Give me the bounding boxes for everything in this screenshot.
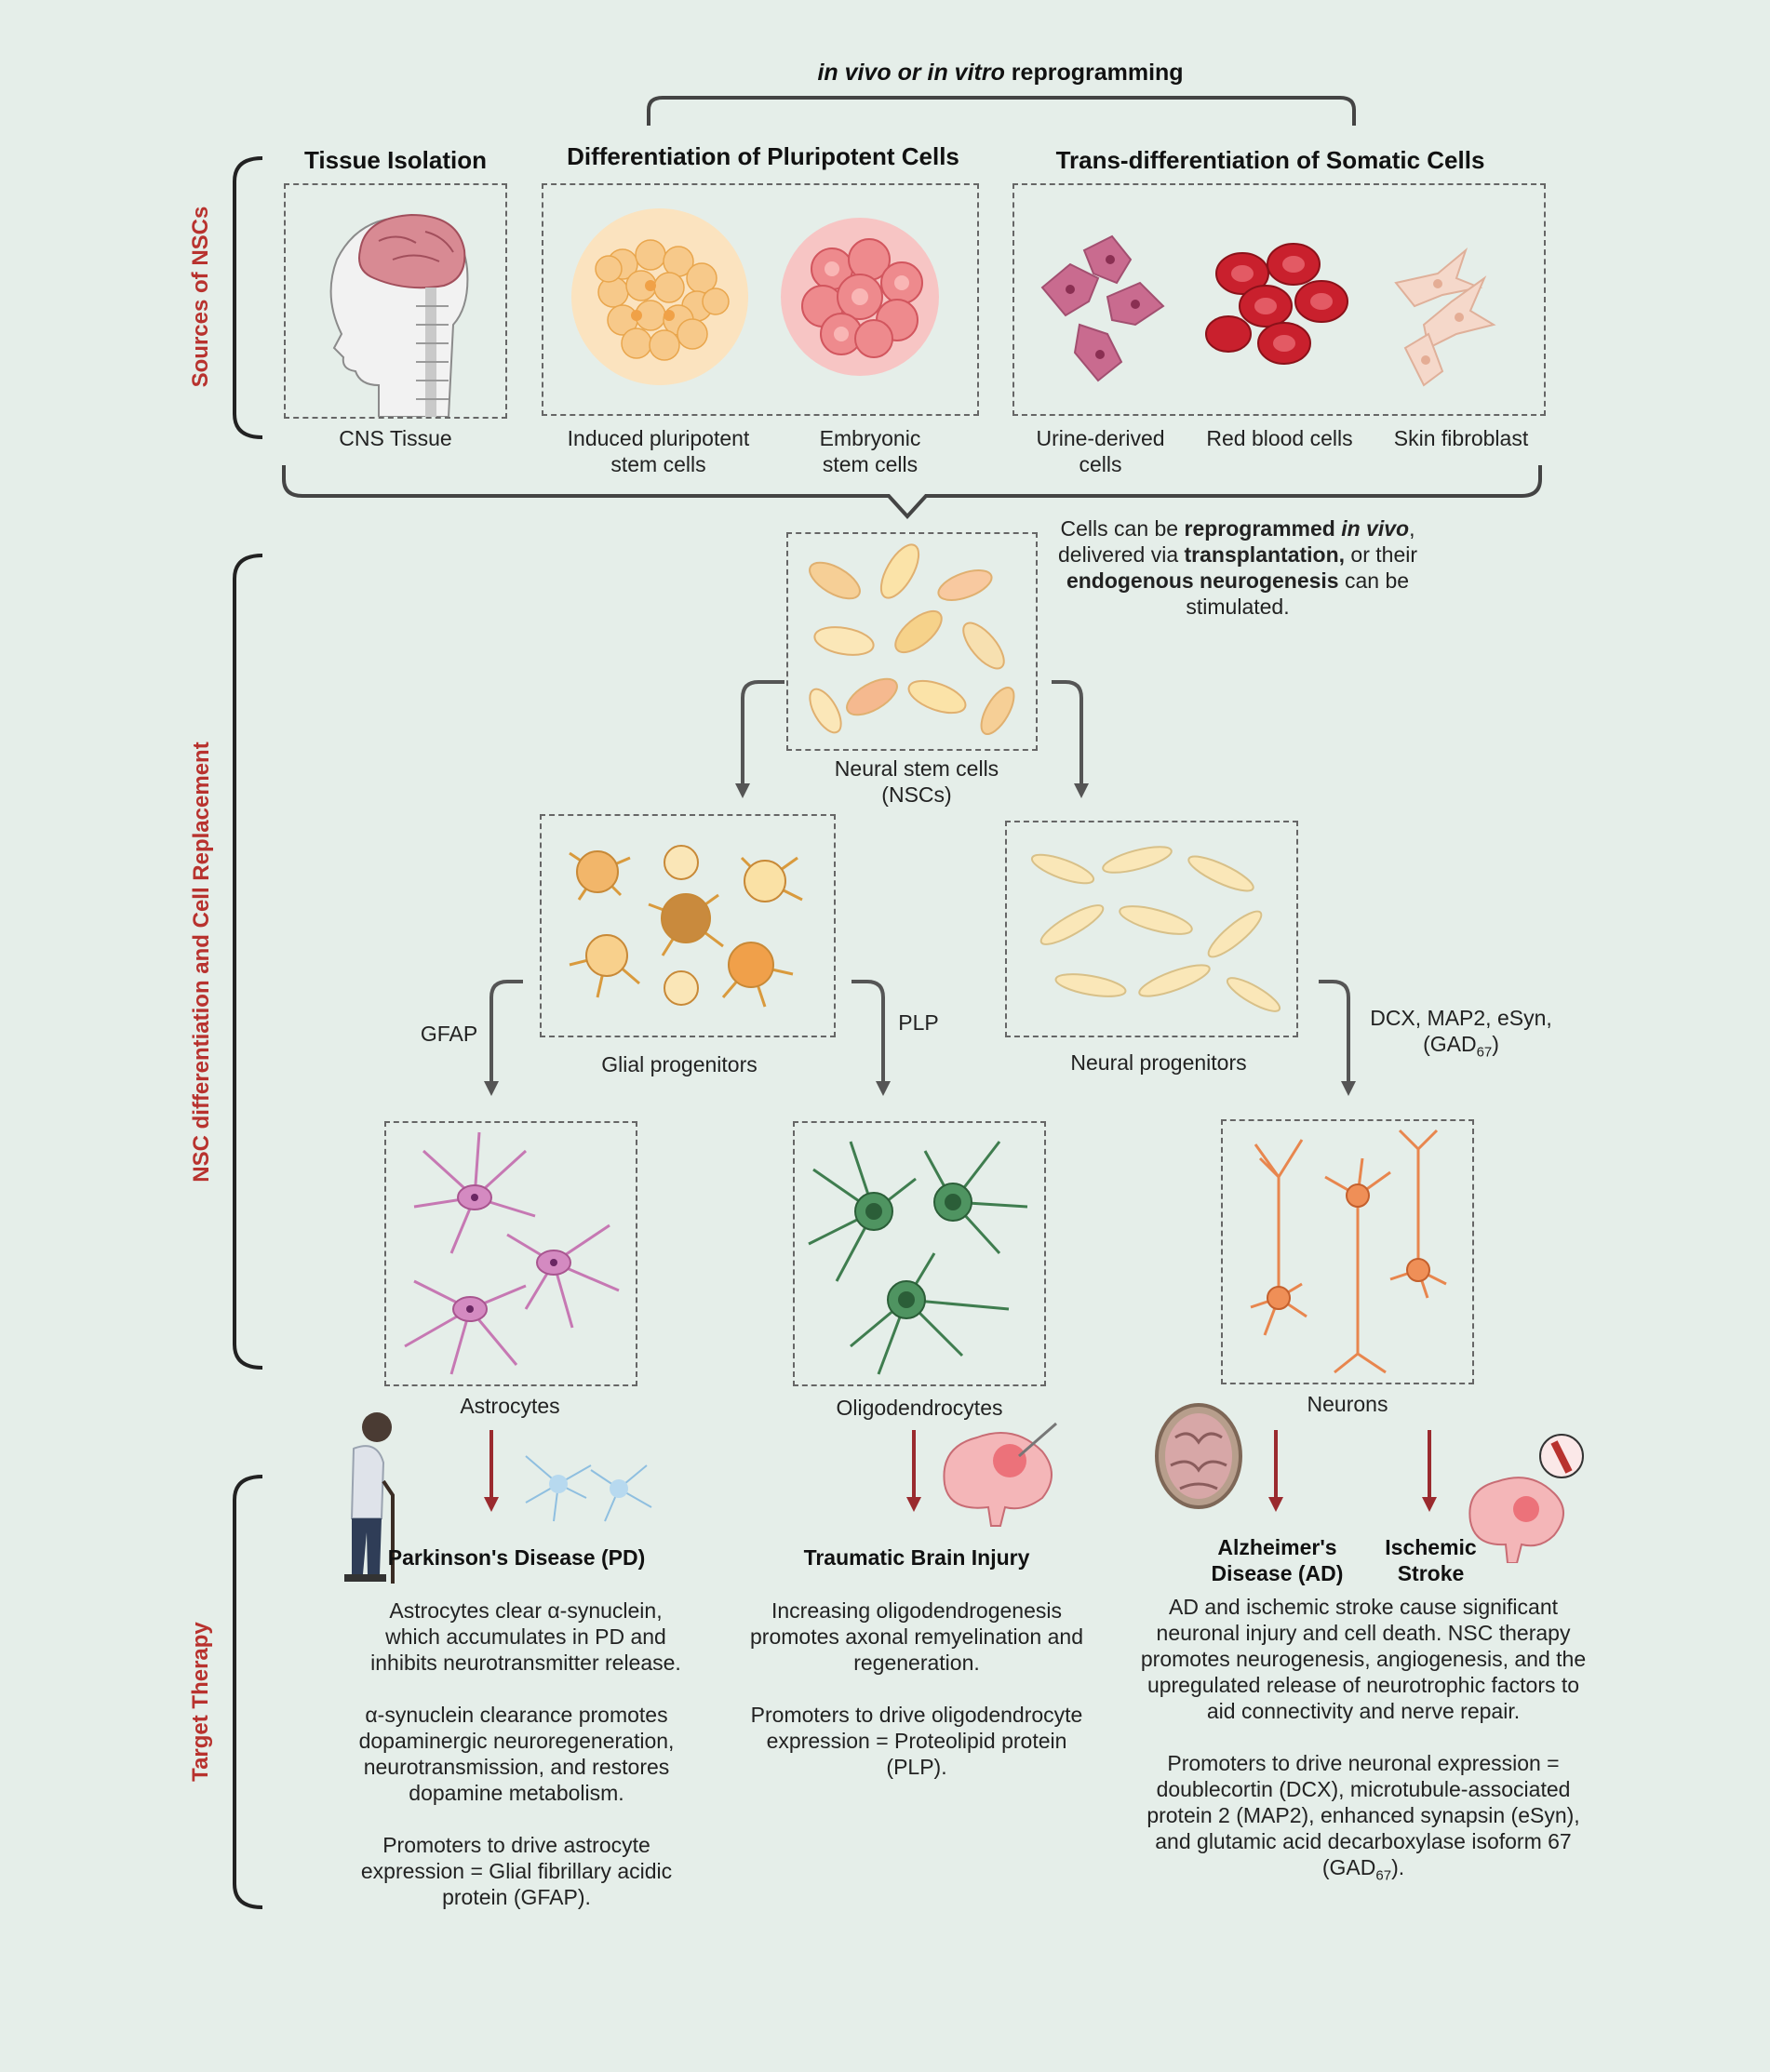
reprogramming-label: in vivo or in vitro reprogramming — [817, 60, 1184, 86]
astrocytes-icon — [404, 1131, 620, 1375]
neurons-box — [1221, 1119, 1474, 1384]
head-brain-icon — [329, 213, 469, 418]
esc-caption: Embryonic stem cells — [819, 426, 921, 476]
arrow-glial-to-astrocytes — [484, 980, 523, 1096]
neural-progenitors-caption: Neural progenitors — [1070, 1050, 1247, 1075]
neurons-caption: Neurons — [1307, 1392, 1388, 1416]
stroke-title: Ischemic Stroke — [1385, 1535, 1477, 1585]
pluripotent-cells-icon — [571, 208, 939, 385]
tissue-isolation-title: Tissue Isolation — [303, 146, 487, 174]
urine-caption: Urine-derived cells — [1036, 426, 1165, 476]
arrow-glial-to-oligodendrocytes — [851, 980, 891, 1096]
oligodendrocytes-caption: Oligodendrocytes — [836, 1396, 1003, 1420]
side-label-sources: Sources of NSCs — [188, 206, 213, 388]
tbi-description: Increasing oligodendrogenesis promotes a… — [735, 1597, 1098, 1780]
cns-tissue-box — [284, 183, 507, 419]
pluripotent-box — [542, 183, 979, 416]
glial-progenitors-caption: Glial progenitors — [601, 1052, 758, 1076]
neuron-markers: DCX, MAP2, eSyn, (GAD67) — [1370, 1006, 1552, 1061]
tbi-para-1: Increasing oligodendrogenesis promotes a… — [750, 1598, 1083, 1675]
sources-bracket — [233, 156, 263, 439]
astrocytes-caption: Astrocytes — [460, 1394, 560, 1418]
delivery-note: Cells can be reprogrammed in vivo, deliv… — [1057, 516, 1418, 619]
nsc-box — [786, 532, 1038, 751]
cns-tissue-caption: CNS Tissue — [339, 426, 452, 450]
plp-marker: PLP — [898, 1010, 939, 1035]
neuro-para-2: Promoters to drive neuronal expression =… — [1146, 1751, 1580, 1884]
pd-description: Astrocytes clear α-synuclein, which accu… — [344, 1597, 689, 1910]
neuro-description: AD and ischemic stroke cause significant… — [1140, 1594, 1587, 1890]
fibroblast-caption: Skin fibroblast — [1393, 426, 1529, 450]
side-label-therapy: Target Therapy — [188, 1622, 213, 1782]
oligodendrocytes-icon — [808, 1141, 1028, 1375]
pd-title: Parkinson's Disease (PD) — [387, 1545, 646, 1570]
glial-progenitors-icon — [569, 845, 803, 1008]
somatic-title: Trans-differentiation of Somatic Cells — [1055, 146, 1485, 174]
ad-brain-scan-icon — [1155, 1403, 1242, 1509]
arrow-nsc-to-glial — [735, 680, 784, 798]
neural-progenitors-icon — [1030, 846, 1281, 1012]
glial-progenitors-box — [540, 814, 836, 1037]
nsc-caption: Neural stem cells (NSCs) — [834, 756, 999, 807]
somatic-cells-icon — [1040, 234, 1496, 387]
tbi-para-2: Promoters to drive oligodendrocyte expre… — [750, 1703, 1083, 1779]
neural-stem-cells-icon — [809, 543, 1015, 735]
astrocytes-box — [384, 1121, 637, 1386]
neuro-para-1: AD and ischemic stroke cause significant… — [1140, 1595, 1587, 1723]
side-label-differentiation: NSC differentiation and Cell Replacement — [189, 742, 214, 1183]
tbi-title: Traumatic Brain Injury — [803, 1545, 1030, 1570]
pd-para-3: Promoters to drive astrocyte expression … — [360, 1833, 673, 1909]
arrow-neural-to-neurons — [1319, 980, 1356, 1096]
reprogramming-bracket — [647, 96, 1356, 126]
somatic-box — [1012, 183, 1546, 416]
injured-brain-icon — [943, 1422, 1057, 1527]
pd-para-1: Astrocytes clear α-synuclein, which accu… — [370, 1598, 681, 1675]
ad-title: Alzheimer's Disease (AD) — [1211, 1535, 1344, 1585]
pluripotent-title: Differentiation of Pluripotent Cells — [567, 142, 959, 170]
ipsc-caption: Induced pluripotent stem cells — [567, 426, 750, 476]
arrow-nsc-to-neural — [1052, 680, 1089, 798]
astrocyte-small-icon — [525, 1455, 652, 1522]
elderly-person-icon — [344, 1412, 395, 1584]
sources-merge-bracket — [282, 465, 1542, 519]
neurons-icon — [1250, 1129, 1447, 1374]
oligodendrocytes-box — [793, 1121, 1046, 1386]
differentiation-bracket — [233, 554, 263, 1370]
stroke-brain-icon — [1468, 1434, 1584, 1563]
rbc-caption: Red blood cells — [1206, 426, 1353, 450]
therapy-bracket — [233, 1475, 263, 1909]
pd-para-2: α-synuclein clearance promotes dopaminer… — [358, 1703, 675, 1805]
gfap-marker: GFAP — [420, 1022, 478, 1046]
neural-progenitors-box — [1005, 821, 1298, 1037]
